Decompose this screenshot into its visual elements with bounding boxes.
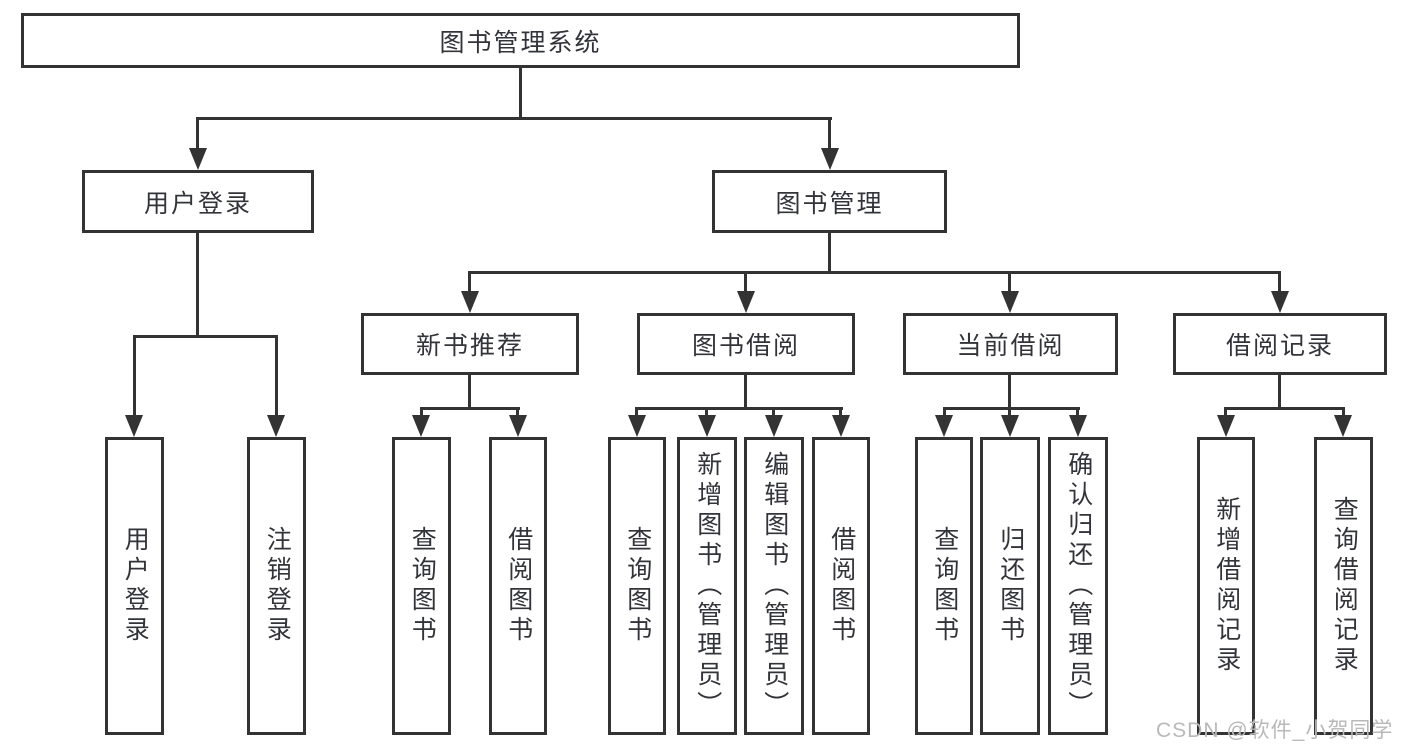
arrow-down-icon: [412, 415, 430, 437]
leaf-query-book-2: 查询图书: [608, 437, 666, 735]
connector-line: [196, 117, 832, 120]
connector-line: [744, 274, 747, 293]
arrow-down-icon: [935, 415, 953, 437]
leaf-query-book-1: 查询图书: [392, 437, 451, 735]
connector-line: [943, 410, 946, 417]
arrow-down-icon: [125, 415, 143, 437]
connector-line: [772, 410, 775, 417]
node-label: 查询图书: [408, 526, 437, 646]
node-borrow-record: 借阅记录: [1173, 313, 1387, 375]
node-label: 新书推荐: [415, 332, 524, 360]
node-label: 查询图书: [930, 526, 959, 646]
connector-line: [1008, 375, 1011, 410]
node-label: 借阅记录: [1225, 332, 1334, 360]
node-label: 归还图书: [996, 526, 1025, 646]
connector-line: [839, 410, 842, 417]
node-label: 注销登录: [263, 526, 292, 646]
leaf-query-book-3: 查询图书: [915, 437, 973, 735]
arrow-down-icon: [1217, 415, 1235, 437]
node-label: 确认归还（管理员）: [1064, 451, 1093, 721]
connector-line: [828, 233, 831, 274]
arrow-down-icon: [189, 148, 207, 170]
connector-line: [133, 335, 278, 338]
arrow-down-icon: [698, 415, 716, 437]
node-label: 新增借阅记录: [1212, 496, 1241, 676]
node-label: 查询图书: [623, 526, 652, 646]
node-label: 用户登录: [143, 189, 252, 218]
csdn-watermark: CSDN @软件_小贺同学: [1156, 719, 1394, 742]
connector-line: [1342, 410, 1345, 417]
node-user-login: 用户登录: [82, 170, 314, 233]
connector-line: [1224, 410, 1227, 417]
arrow-down-icon: [765, 415, 783, 437]
arrow-down-icon: [1001, 415, 1019, 437]
node-label: 图书借阅: [691, 332, 800, 360]
arrow-down-icon: [509, 415, 527, 437]
leaf-query-borrow-record: 查询借阅记录: [1314, 437, 1373, 735]
leaf-add-borrow-record: 新增借阅记录: [1197, 437, 1255, 735]
connector-line: [635, 407, 843, 410]
connector-line: [420, 410, 423, 417]
arrow-down-icon: [1069, 415, 1087, 437]
arrow-down-icon: [267, 415, 285, 437]
connector-line: [196, 120, 199, 150]
connector-line: [420, 407, 520, 410]
leaf-logout: 注销登录: [247, 437, 306, 735]
node-root-label: 图书管理系统: [439, 28, 602, 57]
leaf-borrow-book-2: 借阅图书: [812, 437, 870, 735]
connector-line: [196, 233, 199, 337]
connector-line: [635, 410, 638, 417]
connector-line: [519, 68, 522, 120]
node-new-book-recommend: 新书推荐: [361, 313, 579, 375]
node-root: 图书管理系统: [21, 13, 1020, 68]
leaf-add-book-admin: 新增图书（管理员）: [677, 437, 737, 735]
leaf-return-book: 归还图书: [980, 437, 1040, 735]
connector-line: [468, 274, 471, 293]
connector-line: [1008, 410, 1011, 417]
arrow-down-icon: [1001, 291, 1019, 313]
connector-line: [275, 338, 278, 417]
arrow-down-icon: [628, 415, 646, 437]
arrow-down-icon: [821, 148, 839, 170]
connector-line: [1076, 410, 1079, 417]
connector-line: [133, 338, 136, 417]
arrow-down-icon: [1334, 415, 1352, 437]
connector-line: [1278, 375, 1281, 410]
connector-line: [1278, 274, 1281, 293]
leaf-borrow-book-1: 借阅图书: [489, 437, 547, 735]
connector-line: [1224, 407, 1345, 410]
connector-line: [468, 271, 1281, 274]
arrow-down-icon: [832, 415, 850, 437]
connector-line: [1008, 274, 1011, 293]
arrow-down-icon: [737, 291, 755, 313]
leaf-edit-book-admin: 编辑图书（管理员）: [744, 437, 804, 735]
node-label: 借阅图书: [827, 526, 856, 646]
connector-line: [516, 410, 519, 417]
connector-line: [468, 375, 471, 410]
node-book-management: 图书管理: [712, 170, 947, 233]
leaf-confirm-return-admin: 确认归还（管理员）: [1048, 437, 1108, 735]
node-label: 借阅图书: [504, 526, 533, 646]
node-label: 编辑图书（管理员）: [760, 451, 789, 721]
leaf-user-login: 用户登录: [105, 437, 164, 735]
connector-line: [943, 407, 1080, 410]
connector-line: [828, 120, 831, 150]
node-label: 当前借阅: [956, 332, 1065, 360]
node-current-borrow: 当前借阅: [903, 313, 1118, 375]
node-book-borrow: 图书借阅: [637, 313, 855, 375]
arrow-down-icon: [461, 291, 479, 313]
node-label: 查询借阅记录: [1330, 496, 1359, 676]
connector-line: [744, 375, 747, 410]
node-label: 图书管理: [775, 189, 884, 218]
node-label: 新增图书（管理员）: [693, 451, 722, 721]
arrow-down-icon: [1271, 291, 1289, 313]
connector-line: [705, 410, 708, 417]
node-label: 用户登录: [121, 526, 150, 646]
